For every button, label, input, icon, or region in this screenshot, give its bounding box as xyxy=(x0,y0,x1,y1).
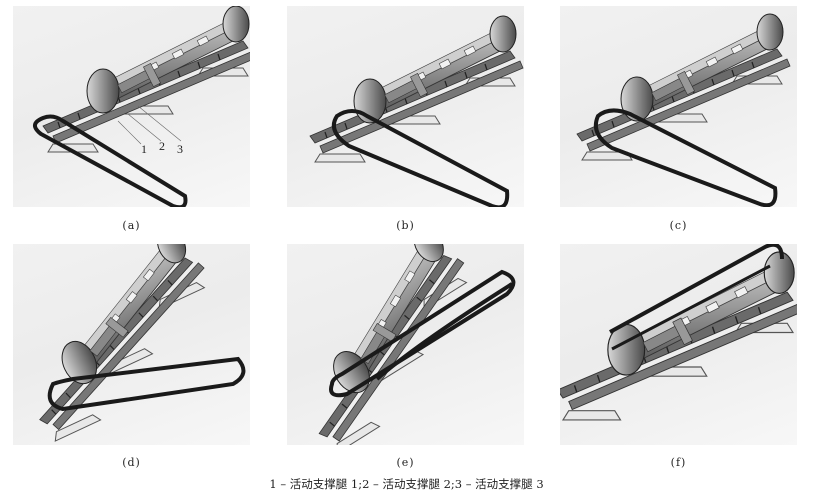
machine-belt-diagram-e xyxy=(287,244,516,445)
machine-belt-diagram-f xyxy=(560,244,797,421)
panel-caption-b: (b) xyxy=(396,219,415,232)
callout-3: 3 xyxy=(177,142,183,156)
figure-panel-d xyxy=(13,244,250,445)
panel-caption-e: (e) xyxy=(396,456,415,469)
machine-belt-diagram-c xyxy=(576,13,791,207)
figure-panel-f xyxy=(560,244,797,445)
machine-belt-diagram-d xyxy=(13,244,246,444)
panel-caption-f: (f) xyxy=(670,456,687,469)
figure-panel-b xyxy=(287,6,524,207)
panel-caption-d: (d) xyxy=(122,456,141,469)
figure-caption: 1 – 活动支撑腿 1;2 – 活动支撑腿 2;3 – 活动支撑腿 3 xyxy=(269,477,544,491)
figure-panel-e xyxy=(287,244,524,445)
panel-caption-a: (a) xyxy=(122,219,141,232)
panel-caption-c: (c) xyxy=(669,219,688,232)
machine-belt-diagram-b xyxy=(309,15,524,207)
figure-panel-a: 1 2 3 xyxy=(13,6,250,207)
figure-panel-c xyxy=(560,6,797,207)
machine-belt-diagram-a xyxy=(33,6,250,207)
callout-1: 1 xyxy=(141,142,147,156)
callout-2: 2 xyxy=(159,139,165,153)
